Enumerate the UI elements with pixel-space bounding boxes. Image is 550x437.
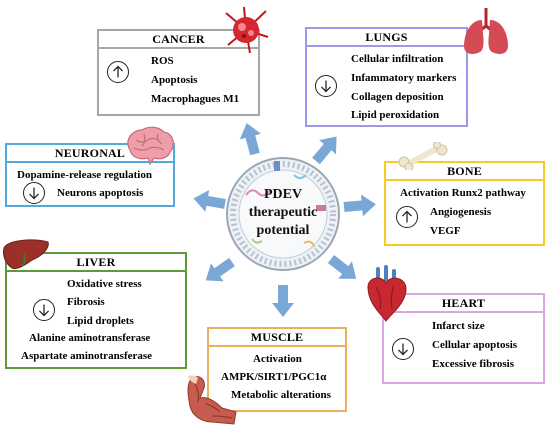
lungs-item-3: Collagen deposition <box>351 91 444 103</box>
neuronal-item-1: Dopamine-release regulation <box>17 169 152 181</box>
liver-item-1: Oxidative stress <box>67 278 142 290</box>
liver-item-4: Alanine aminotransferase <box>29 332 151 344</box>
cancer-item-3: Macrophagues M1 <box>151 93 240 105</box>
arrow-to-neuronal <box>191 187 227 215</box>
lungs-item-1: Cellular infiltration <box>351 53 444 65</box>
lungs-icon <box>464 8 508 54</box>
bone-item-2: Angiogenesis <box>430 206 492 218</box>
brain-icon <box>127 126 174 166</box>
heart-item-1: Infarct size <box>432 320 485 332</box>
heart-item-2: Cellular apoptosis <box>432 339 518 351</box>
liver-title: LIVER <box>7 254 185 272</box>
bone-item-3: VEGF <box>430 225 461 237</box>
center-line-1: PDEV <box>263 187 303 202</box>
muscle-box: MUSCLE Activation AMPK/SIRT1/PGC1α Metab… <box>207 327 347 412</box>
cancer-title: CANCER <box>99 31 258 49</box>
neuronal-item-2: Neurons apoptosis <box>57 187 144 199</box>
down-arrow-icon <box>33 299 55 321</box>
cancer-cell-icon <box>225 6 269 54</box>
bone-item-1: Activation Runx2 pathway <box>400 187 526 199</box>
lungs-item-4: Lipid peroxidation <box>351 109 440 121</box>
heart-box: HEART Infarct size Cellular apoptosis Ex… <box>382 293 545 384</box>
down-arrow-icon <box>23 182 45 204</box>
cancer-item-1: ROS <box>151 55 174 67</box>
lungs-box: LUNGS Cellular infiltration Infammatory … <box>305 27 468 127</box>
vesicle-icon <box>226 157 340 271</box>
lungs-title: LUNGS <box>307 29 466 47</box>
arrow-to-cancer <box>236 120 266 157</box>
bone-box: BONE Activation Runx2 pathway Angiogenes… <box>384 161 545 246</box>
center-line-2: therapeutic <box>248 205 318 220</box>
muscle-item-1: Activation <box>253 353 302 365</box>
liver-box: LIVER Oxidative stress Fibrosis Lipid dr… <box>5 252 187 369</box>
bone-title: BONE <box>386 163 543 181</box>
cancer-item-2: Apoptosis <box>151 74 198 86</box>
center-line-3: potential <box>256 223 310 238</box>
muscle-title: MUSCLE <box>209 329 345 347</box>
liver-icon <box>3 239 49 269</box>
down-arrow-icon <box>392 338 414 360</box>
muscle-arm-icon <box>187 375 237 425</box>
arrow-to-muscle <box>272 285 294 317</box>
center-label: PDEV therapeutic potential <box>224 186 342 240</box>
muscle-item-2: AMPK/SIRT1/PGC1α <box>221 371 327 383</box>
liver-item-2: Fibrosis <box>67 296 105 308</box>
heart-icon <box>367 265 407 322</box>
up-arrow-icon <box>396 206 418 228</box>
arrow-to-bone <box>343 193 377 218</box>
liver-item-3: Lipid droplets <box>67 315 134 327</box>
heart-title: HEART <box>384 295 543 313</box>
heart-item-3: Excessive fibrosis <box>432 358 514 370</box>
liver-item-5: Aspartate aminotransferase <box>21 350 153 362</box>
bone-icon <box>398 142 448 170</box>
lungs-item-2: Infammatory markers <box>351 72 457 84</box>
muscle-item-3: Metabolic alterations <box>231 389 331 401</box>
cancer-box: CANCER ROS Apoptosis Macrophagues M1 <box>97 29 260 116</box>
down-arrow-icon <box>315 75 337 97</box>
neuronal-title: NEURONAL <box>7 145 173 163</box>
up-arrow-icon <box>107 61 129 83</box>
